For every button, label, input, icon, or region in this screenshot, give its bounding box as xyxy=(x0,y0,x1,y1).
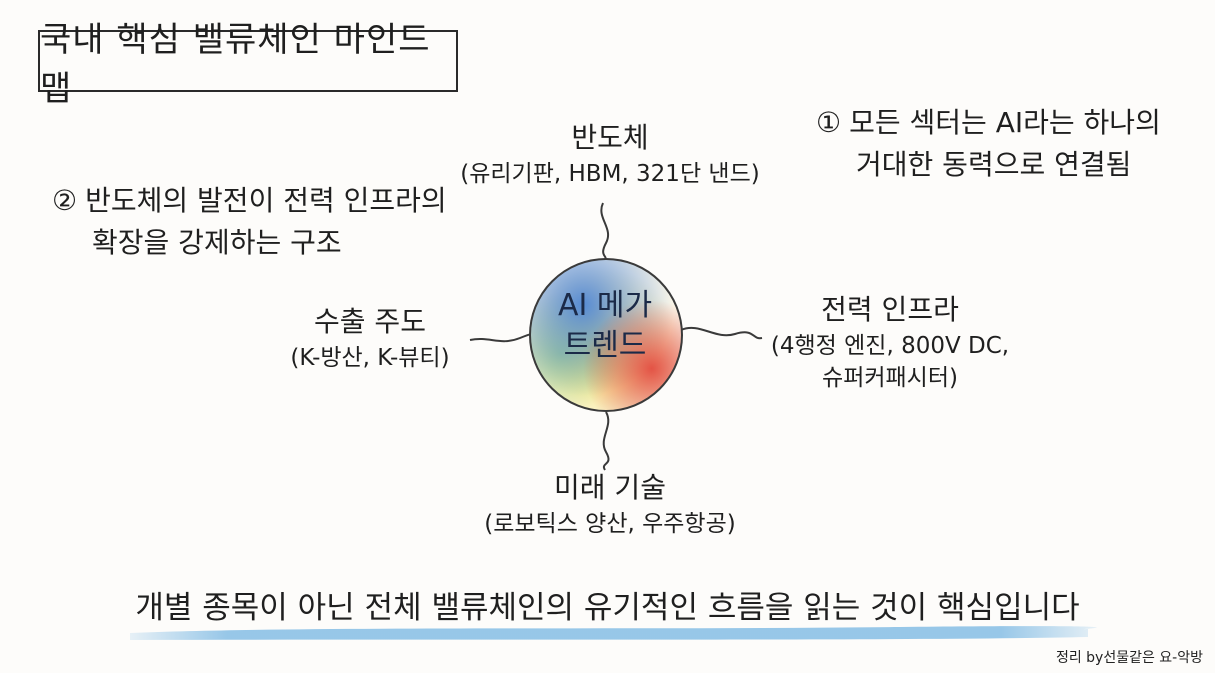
node-semiconductor-detail: (유리기판, HBM, 321단 낸드) xyxy=(460,161,760,187)
node-export-detail: (K-방산, K-뷰티) xyxy=(290,345,450,371)
connector-right xyxy=(680,326,763,340)
node-semiconductor-title: 반도체 xyxy=(571,121,649,154)
key-message: 개별 종목이 아닌 전체 밸류체인의 유기적인 흐름을 읽는 것이 핵심입니다 xyxy=(135,590,1080,626)
note-two-number: ② xyxy=(52,184,78,217)
node-export: 수출 주도 (K-방산, K-뷰티) xyxy=(255,302,485,374)
note-one-line2: 거대한 동력으로 연결됨 xyxy=(856,148,1132,181)
underline-brush xyxy=(130,626,1097,640)
node-future-tech-detail: (로보틱스 양산, 우주항공) xyxy=(484,511,736,537)
center-topic: AI 메가 트렌드 xyxy=(505,286,705,366)
node-power-infra: 전력 인프라 (4행정 엔진, 800V DC, 슈퍼커패시터) xyxy=(740,290,1040,394)
node-future-tech-title: 미래 기술 xyxy=(554,471,666,504)
note-one-line1: 모든 섹터는 AI라는 하나의 xyxy=(849,106,1161,139)
center-topic-line1: AI 메가 xyxy=(557,288,653,323)
center-topic-line2: 트렌드 xyxy=(563,328,647,363)
page-title: 국내 핵심 밸류체인 마인드맵 xyxy=(38,20,458,109)
node-power-infra-detail-2: 슈퍼커패시터) xyxy=(822,365,958,391)
note-one-number: ① xyxy=(816,106,842,139)
node-semiconductor: 반도체 (유리기판, HBM, 321단 낸드) xyxy=(440,118,780,190)
center-circle xyxy=(529,258,683,412)
node-export-title: 수출 주도 xyxy=(314,305,426,338)
author-signature: 정리 by선물같은 요-악방 xyxy=(1055,650,1203,666)
note-two-line2: 확장을 강제하는 구조 xyxy=(92,226,342,259)
connector-bottom xyxy=(602,411,610,471)
node-power-infra-detail-1: (4행정 엔진, 800V DC, xyxy=(770,333,1010,359)
node-power-infra-title: 전력 인프라 xyxy=(821,293,959,326)
note-two-line1: 반도체의 발전이 전력 인프라의 xyxy=(85,184,447,217)
connector-top xyxy=(600,202,609,263)
node-future-tech: 미래 기술 (로보틱스 양산, 우주항공) xyxy=(455,468,765,540)
